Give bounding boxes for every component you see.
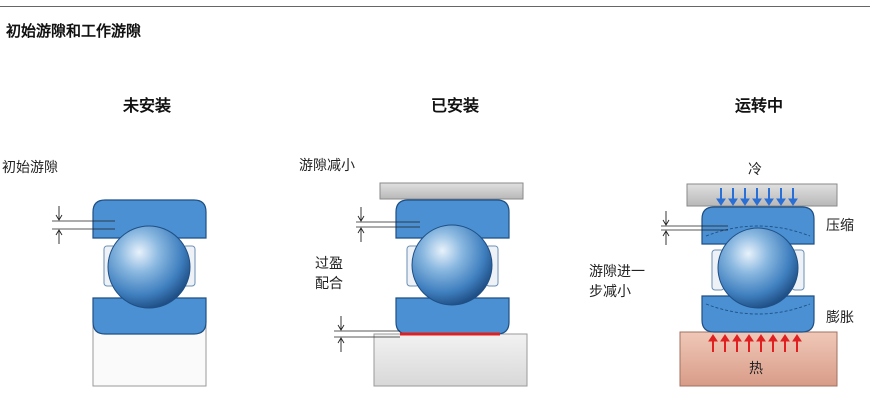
label-hot: 热: [749, 361, 763, 377]
clearance-arrow-down: [357, 207, 365, 222]
housing: [686, 183, 838, 207]
top-rule: [0, 6, 870, 7]
label-interference-fit: 过盈 配合: [315, 256, 343, 292]
hot-arrows: [708, 334, 802, 352]
clearance-arrow-down: [55, 206, 63, 221]
inner-ring: [701, 295, 815, 333]
label-expand: 膨胀: [826, 310, 854, 326]
cold-arrows: [716, 188, 798, 206]
outer-ring: [701, 206, 815, 245]
heading-unmounted: 未安装: [122, 96, 171, 115]
ball: [717, 227, 799, 309]
clearance-arrow-up: [357, 227, 365, 242]
clearance-arrow-up: [662, 230, 670, 245]
label-further-reduced: 游隙进一 步减小: [589, 264, 645, 300]
heading-mounted: 已安装: [430, 96, 479, 115]
fit-arrow-up: [337, 337, 345, 352]
clearance-arrow-down: [662, 211, 670, 226]
ball: [107, 225, 191, 309]
clearance-arrow-up: [55, 229, 63, 244]
bearing-operating: [661, 183, 838, 387]
label-initial-clearance: 初始游隙: [2, 160, 58, 176]
label-reduced-clearance: 游隙减小: [299, 158, 355, 174]
shaft: [373, 333, 528, 387]
bearing-mounted: [334, 182, 528, 387]
outer-ring: [395, 199, 510, 239]
ball: [411, 224, 493, 306]
label-compress: 压缩: [826, 218, 854, 234]
label-cold: 冷: [748, 162, 762, 178]
fit-arrow-down: [337, 316, 345, 331]
deformation-outline-top: [705, 225, 811, 237]
page-title: 初始游隙和工作游隙: [6, 22, 142, 40]
heading-operating: 运转中: [734, 96, 783, 115]
outer-ring: [92, 199, 207, 239]
bearing-unmounted: [52, 199, 207, 387]
housing: [379, 182, 524, 200]
deformation-outline-bottom: [705, 303, 811, 315]
inner-ring: [92, 297, 207, 335]
